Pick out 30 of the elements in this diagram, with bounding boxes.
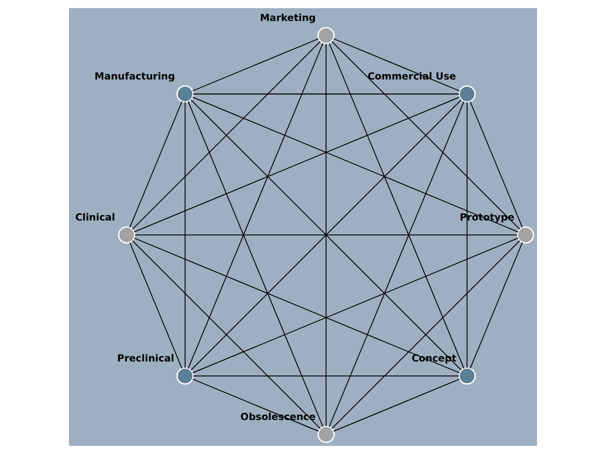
connector <box>187 42 323 369</box>
connector <box>133 96 460 232</box>
connector <box>469 101 522 228</box>
connector <box>134 234 518 236</box>
connector <box>330 40 520 230</box>
node-circle <box>458 367 476 385</box>
connector <box>328 101 464 428</box>
connector <box>325 44 326 427</box>
connector <box>192 238 518 374</box>
node-circle <box>316 426 334 444</box>
connector <box>469 242 522 369</box>
node-circle <box>176 367 194 385</box>
connector <box>132 40 320 230</box>
connector <box>184 102 186 368</box>
node-label: Marketing <box>259 13 316 24</box>
node-label: Preclinical <box>116 354 174 365</box>
connector <box>128 101 182 228</box>
node-label: Clinical <box>74 212 115 224</box>
connector <box>192 38 318 92</box>
connector <box>330 240 520 430</box>
connector <box>190 99 462 371</box>
connector <box>132 240 320 430</box>
node-circle <box>316 26 334 44</box>
node-circle <box>118 226 135 244</box>
connector <box>128 242 182 369</box>
node-circle <box>176 85 194 103</box>
connector <box>466 102 467 368</box>
connector <box>332 378 460 432</box>
node-label: Manufacturing <box>94 72 174 83</box>
node-circle <box>458 85 476 103</box>
